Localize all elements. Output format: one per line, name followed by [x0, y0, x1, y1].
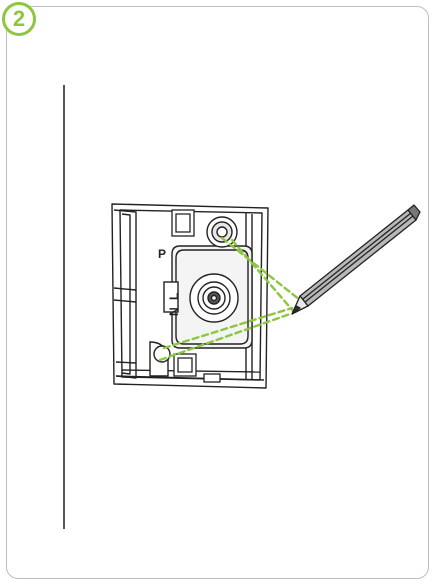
pencil-icon: [291, 204, 421, 315]
step-number: 2: [12, 6, 26, 31]
terminal-label-n: N: [167, 307, 181, 316]
bottom-tabs: [173, 353, 221, 383]
terminal-label-p: P: [158, 247, 166, 261]
left-divider-line: [63, 85, 65, 529]
marking-guide-lines: [158, 236, 302, 362]
step-number-badge: 2: [2, 2, 36, 36]
terminal-label-l: L: [167, 293, 181, 300]
center-knob: [189, 273, 239, 323]
top-screw-hole: [206, 216, 238, 248]
top-tabs: [171, 209, 195, 237]
